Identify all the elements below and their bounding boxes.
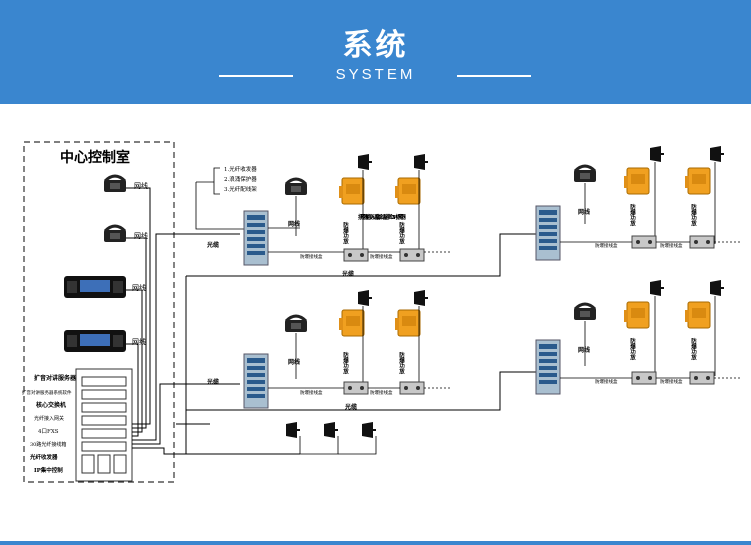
explosion-proof-phone-icon: [684, 167, 711, 195]
net-label: 网线: [578, 346, 590, 354]
control-room-wiring: [126, 187, 300, 455]
junction-box-icon: [631, 371, 657, 385]
horn-speaker-icon: [709, 279, 725, 297]
horn-speaker-icon: [413, 289, 429, 307]
description-text: 扬声器前接入话站,每个话站带1个25W扬声器: [358, 213, 406, 221]
power-amp-label: 防爆功放: [629, 203, 637, 228]
note-bracket: [213, 167, 220, 195]
horn-speaker-icon: [323, 421, 339, 439]
junction-box-icon: [399, 381, 425, 395]
fiber-label: 光缆: [206, 241, 219, 249]
horn-speaker-icon: [649, 145, 665, 163]
note-line: 2.浪涌保护器: [224, 175, 257, 183]
junction-box-icon: [631, 235, 657, 249]
explosion-proof-phone-icon: [623, 301, 650, 329]
junction-box-icon: [399, 248, 425, 262]
phone-icon: [102, 174, 128, 194]
horn-speaker-icon: [361, 421, 377, 439]
rack-label: 扩音对讲服务器系统软件: [22, 389, 72, 396]
control-room-label: 网线: [132, 337, 146, 346]
rack-label: 扩音对讲服务器: [34, 374, 77, 382]
junction-label: 防爆接线盒: [370, 253, 393, 260]
explosion-proof-phone-icon: [394, 309, 421, 337]
net-label: 网线: [288, 220, 300, 228]
explosion-proof-phone-icon: [338, 177, 365, 205]
cabinet-icon: [243, 353, 269, 409]
rack-label: 光纤收发器: [29, 453, 58, 461]
control-room-frame: [23, 141, 175, 483]
title-divider-left: [219, 75, 293, 77]
control-room-title: 中心控制室: [60, 149, 130, 166]
junction-box-icon: [343, 248, 369, 262]
control-room-label: 网线: [134, 231, 148, 240]
phone-icon: [283, 314, 309, 334]
explosion-proof-phone-icon: [338, 309, 365, 337]
power-amp-label: 防爆功放: [398, 351, 406, 376]
junction-box-icon: [689, 235, 715, 249]
fiber-label: 光缆: [206, 378, 219, 386]
speaker-wiring: [186, 436, 377, 455]
junction-box-icon: [689, 371, 715, 385]
page-subtitle: SYSTEM: [335, 66, 416, 83]
junction-label: 防爆接线盒: [595, 378, 618, 385]
phone-icon: [102, 224, 128, 244]
phone-icon: [572, 164, 598, 184]
horn-speaker-icon: [357, 153, 373, 171]
cabinet-icon: [535, 339, 561, 395]
rack-label: IP集中控制: [34, 466, 63, 474]
power-amp-label: 防爆功放: [690, 203, 698, 228]
power-amp-label: 防爆功放: [398, 221, 406, 246]
console-icon: [64, 276, 126, 298]
fiber-trunk: [186, 233, 536, 277]
junction-box-icon: [343, 381, 369, 395]
footer-bar: [0, 541, 751, 545]
control-room-label: 网线: [132, 283, 146, 292]
phone-icon: [572, 302, 598, 322]
server-rack-icon: [75, 368, 133, 482]
note-leader: [195, 182, 244, 230]
cabinet-icon: [243, 210, 269, 266]
explosion-proof-phone-icon: [684, 301, 711, 329]
explosion-proof-phone-icon: [623, 167, 650, 195]
control-room-label: 网线: [134, 181, 148, 190]
junction-label: 防爆接线盒: [370, 389, 393, 396]
rack-label: 光纤接入网关: [34, 415, 64, 422]
cabinet-icon: [535, 205, 561, 261]
net-label: 网线: [578, 208, 590, 216]
horn-speaker-icon: [649, 279, 665, 297]
phone-icon: [283, 177, 309, 197]
horn-speaker-icon: [709, 145, 725, 163]
power-amp-label: 防爆功放: [629, 337, 637, 362]
junction-label: 防爆接线盒: [300, 253, 323, 260]
fiber-label: 光缆: [341, 270, 354, 278]
net-label: 网线: [288, 358, 300, 366]
rack-label: 核心交换机: [36, 401, 66, 409]
system-diagram: 中心控制室 网线 网线 网线 网线 扩音对讲服务器 扩音对讲服务器系统软件 核心…: [22, 141, 740, 483]
horn-speaker-icon: [285, 421, 301, 439]
rack-label: 4口FXS: [38, 428, 59, 435]
power-amp-label: 防爆功放: [342, 221, 350, 246]
horn-speaker-icon: [413, 153, 429, 171]
fiber-label: 光缆: [344, 403, 357, 411]
page-title: 系统: [342, 28, 409, 63]
power-amp-label: 防爆功放: [690, 337, 698, 362]
explosion-proof-phone-icon: [394, 177, 421, 205]
junction-label: 防爆接线盒: [660, 378, 683, 385]
fiber-trunk: [186, 371, 536, 411]
note-line: 3.光纤配线架: [224, 185, 257, 193]
horn-speaker-icon: [357, 289, 373, 307]
console-icon: [64, 330, 126, 352]
junction-label: 防爆接线盒: [595, 242, 618, 249]
power-amp-label: 防爆功放: [342, 351, 350, 376]
rack-label: 30路光纤接线箱: [30, 441, 66, 448]
header-banner: 系统 SYSTEM: [0, 0, 751, 104]
junction-label: 防爆接线盒: [300, 389, 323, 396]
title-divider-right: [457, 75, 531, 77]
junction-label: 防爆接线盒: [660, 242, 683, 249]
note-line: 1.光纤收发器: [224, 165, 257, 173]
